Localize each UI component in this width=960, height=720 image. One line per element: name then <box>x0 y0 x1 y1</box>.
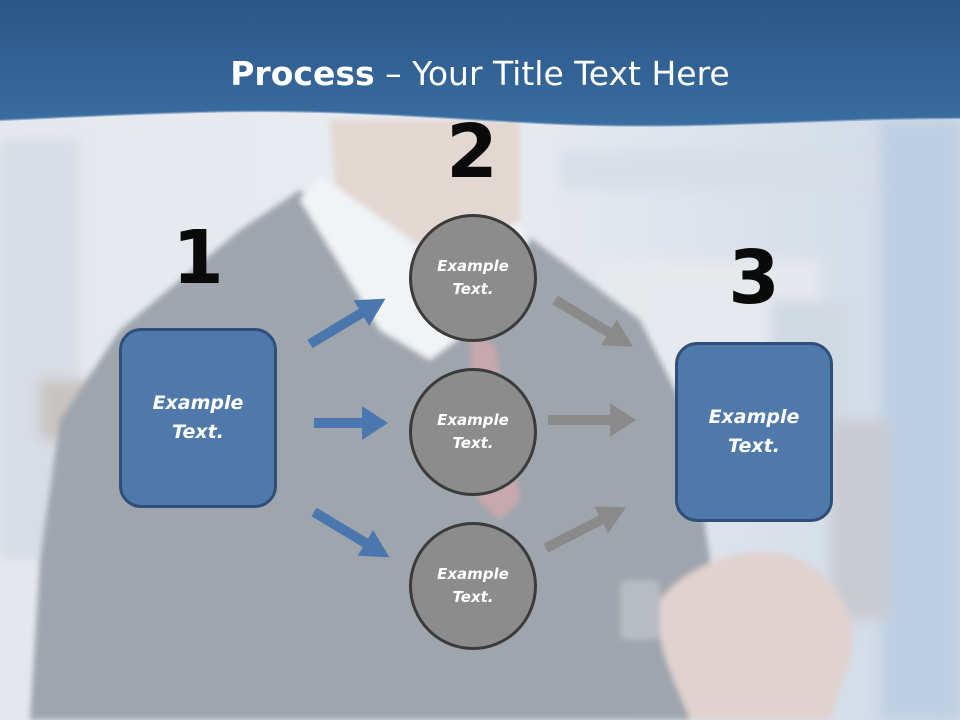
step-number-3: 3 <box>728 235 780 321</box>
blue-arrow-down <box>311 507 390 558</box>
circle-middle-label: Example Text. <box>437 411 509 452</box>
circle-middle: Example Text. <box>409 368 537 496</box>
circle-bottom: Example Text. <box>409 522 537 650</box>
circle-top-label: Example Text. <box>437 257 509 298</box>
left-box-label: Example Text. <box>152 392 244 443</box>
circle-bottom-label: Example Text. <box>437 565 509 606</box>
blue-arrow-middle <box>314 406 388 440</box>
title-bold: Process <box>230 54 375 93</box>
left-box: Example Text. <box>119 328 277 508</box>
circle-top: Example Text. <box>409 214 537 342</box>
blue-arrow-up <box>307 298 386 349</box>
gray-arrow-bottom <box>543 506 627 553</box>
title-rest: – Your Title Text Here <box>374 54 730 93</box>
step-number-2: 2 <box>446 109 498 195</box>
right-box: Example Text. <box>675 342 833 522</box>
gray-arrow-top <box>552 295 634 347</box>
slide-title: Process – Your Title Text Here <box>0 52 960 96</box>
gray-arrow-middle <box>548 403 636 437</box>
right-box-label: Example Text. <box>708 406 800 457</box>
step-number-1: 1 <box>172 215 224 301</box>
